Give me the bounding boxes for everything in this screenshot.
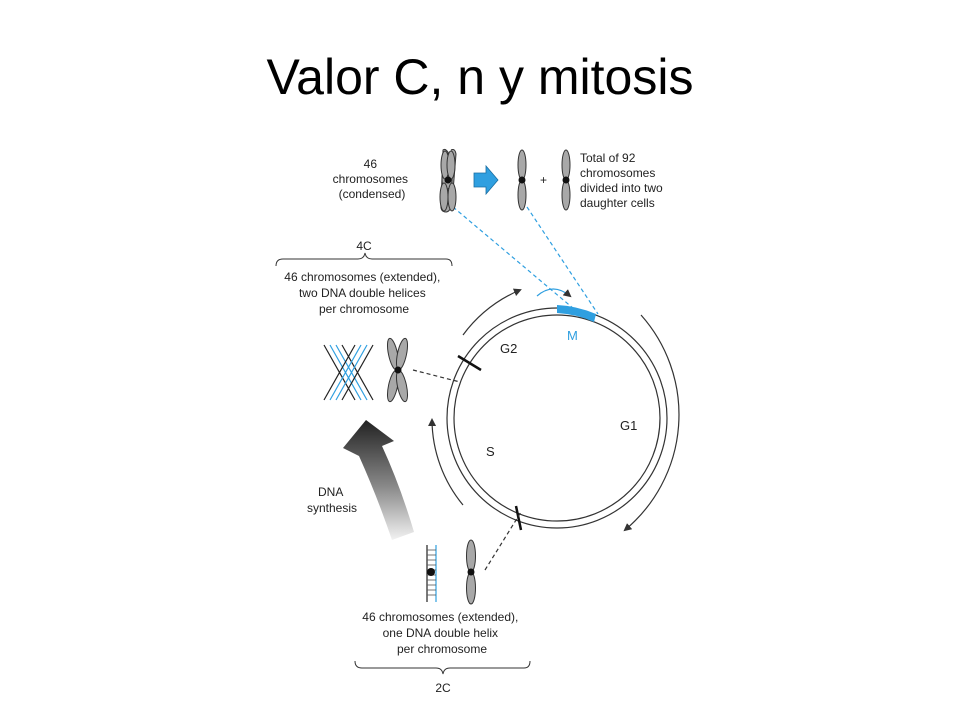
m-entry-arc bbox=[536, 288, 572, 298]
dashed-connector-m-right bbox=[526, 206, 599, 315]
c2-label: 2C bbox=[435, 681, 451, 695]
dashed-connector-m-left bbox=[452, 206, 581, 315]
arc-arrow-top bbox=[462, 288, 522, 336]
g1-chromosome-label: 46 chromosomes (extended), one DNA doubl… bbox=[362, 610, 521, 656]
c4-label: 4C bbox=[356, 239, 372, 253]
double-helix-pair-icon bbox=[323, 344, 374, 401]
condensed-chromosome-icon bbox=[439, 148, 457, 213]
g2-checkpoint-tick bbox=[457, 354, 482, 372]
c2-brace bbox=[354, 660, 531, 675]
arc-arrow-left bbox=[428, 418, 464, 506]
condensed-label: 46 chromosomes (condensed) bbox=[333, 157, 412, 201]
phase-label-m: M bbox=[567, 328, 578, 343]
single-helix-icon bbox=[426, 545, 437, 602]
daughter-cells-label: Total of 92 chromosomes divided into two… bbox=[580, 151, 666, 210]
plus-sign: + bbox=[540, 173, 547, 187]
cycle-ring-inner bbox=[453, 314, 661, 522]
c4-brace bbox=[275, 252, 453, 267]
dashed-connector-g2 bbox=[412, 369, 461, 383]
dashed-connector-g1 bbox=[484, 511, 522, 571]
daughter-chromatid-left-icon bbox=[517, 149, 527, 211]
m-phase-band bbox=[557, 305, 596, 322]
phase-label-g1: G1 bbox=[620, 418, 637, 433]
dna-synthesis-arrow-icon bbox=[343, 420, 414, 540]
g2-chromosome-icon bbox=[386, 337, 409, 403]
g2-chromosome-label: 46 chromosomes (extended), two DNA doubl… bbox=[284, 270, 443, 316]
g1-checkpoint-tick bbox=[514, 505, 523, 531]
phase-label-g2: G2 bbox=[500, 341, 517, 356]
daughter-chromatid-right-icon bbox=[561, 149, 571, 211]
phase-label-s: S bbox=[486, 444, 495, 459]
arc-arrow-right bbox=[623, 314, 680, 532]
slide-title: Valor C, n y mitosis bbox=[266, 49, 694, 105]
g1-chromosome-icon bbox=[466, 539, 476, 605]
dna-synthesis-label: DNA synthesis bbox=[307, 485, 357, 515]
blue-division-arrow-icon bbox=[473, 164, 499, 196]
